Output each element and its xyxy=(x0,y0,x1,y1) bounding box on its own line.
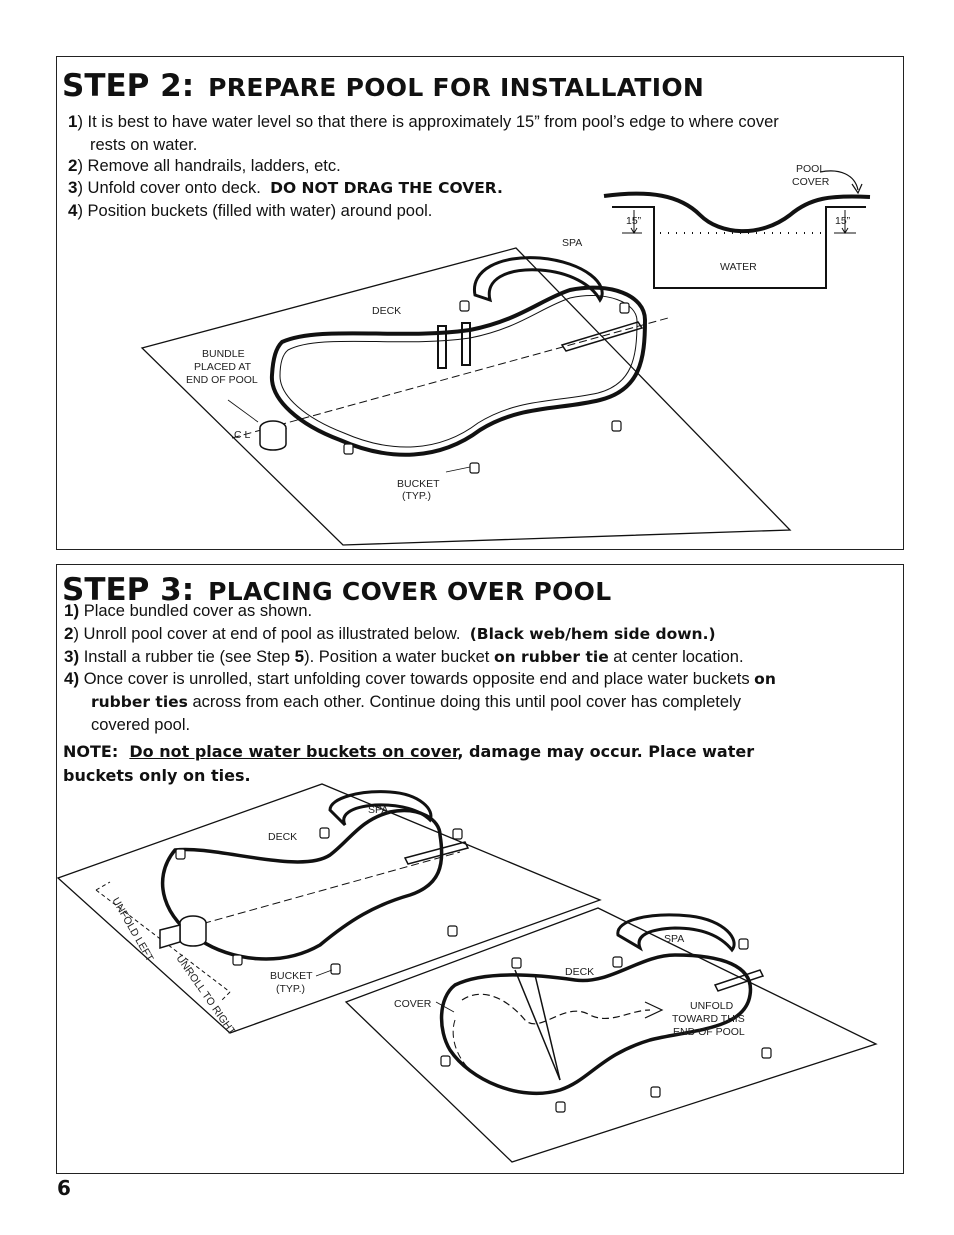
pool-cover-label: POOL xyxy=(796,163,825,175)
step2-section xyxy=(56,56,904,550)
note-text-cont: buckets only on ties. xyxy=(63,766,251,785)
installation-note: NOTE: Do not place water buckets on cove… xyxy=(63,740,893,788)
item-text-cont: rests on water. xyxy=(90,136,198,154)
step-ref: 5 xyxy=(294,647,305,666)
spa-label-b: SPA xyxy=(664,933,684,945)
bucket-label-2: (TYP.) xyxy=(402,490,431,502)
unfold-label-3: END OF POOL xyxy=(673,1026,745,1038)
step2-number: STEP 2: xyxy=(62,68,195,104)
item-number: 3) xyxy=(64,647,80,666)
item-number: 3 xyxy=(68,178,78,197)
pool-cover-label-2: COVER xyxy=(792,176,830,188)
step3-title: PLACING COVER OVER POOL xyxy=(208,577,612,606)
step2-item-3: 3) Unfold cover onto deck. DO NOT DRAG T… xyxy=(68,176,503,200)
step3-item-1: 1) Place bundled cover as shown. xyxy=(64,599,312,623)
item-text: ). Position a water bucket xyxy=(304,648,494,666)
item-text: ) Remove all handrails, ladders, etc. xyxy=(77,157,341,175)
deck-plan xyxy=(140,247,792,546)
step3-diagram: SPA DECK UNFOLD LEFT UNROLL TO RIGHT BUC… xyxy=(56,783,878,1163)
step3-item-3: 3) Install a rubber tie (see Step 5). Po… xyxy=(64,645,744,669)
item-number: 1) xyxy=(64,601,80,620)
bundle-label-2: PLACED AT xyxy=(194,361,252,373)
step3-item-4: 4) Once cover is unrolled, start unfoldi… xyxy=(64,667,894,737)
unfold-label-2: TOWARD THIS xyxy=(672,1013,745,1025)
item-text: ) Unroll pool cover at end of pool as il… xyxy=(73,625,461,643)
bucket-icons-plan-a xyxy=(175,827,463,975)
item-text: at center location. xyxy=(608,648,744,666)
item-text: ) Position buckets (filled with water) a… xyxy=(77,202,433,220)
bundle-label-3: END OF POOL xyxy=(186,374,258,386)
step2-item-4: 4) Position buckets (filled with water) … xyxy=(68,199,432,223)
item-text: Place bundled cover as shown. xyxy=(79,602,313,620)
bundle-icon xyxy=(259,420,287,451)
item-number: 1 xyxy=(68,112,78,131)
note-warning: Do not place water buckets on cover xyxy=(129,742,458,761)
item-text: across from each other. Continue doing t… xyxy=(187,693,741,711)
deck-label-a: DECK xyxy=(268,831,297,843)
unroll-plan xyxy=(56,783,602,1034)
step2-item-1: 1) It is best to have water level so tha… xyxy=(68,110,898,157)
step3-section xyxy=(56,564,904,1174)
step3-number: STEP 3: xyxy=(62,572,195,608)
unfold-label-1: UNFOLD xyxy=(690,1000,734,1012)
item-text: Once cover is unrolled, start unfolding … xyxy=(79,670,755,688)
note-label: NOTE: xyxy=(63,742,119,761)
centerline-label: C L xyxy=(234,429,251,441)
note-text: , damage may occur. Place water xyxy=(457,742,755,761)
unroll-right-label: UNROLL TO RIGHT xyxy=(174,953,239,1038)
deck-label-b: DECK xyxy=(565,966,594,978)
step2-heading: STEP 2: PREPARE POOL FOR INSTALLATION xyxy=(62,68,704,104)
item-text: Install a rubber tie (see Step xyxy=(79,648,295,666)
step3-heading: STEP 3: PLACING COVER OVER POOL xyxy=(62,572,611,608)
spa-label: SPA xyxy=(562,237,582,249)
item-emphasis: rubber ties xyxy=(91,693,188,711)
unfold-plan xyxy=(344,907,878,1163)
item-warning: DO NOT DRAG THE COVER. xyxy=(270,179,503,197)
dimension-marks xyxy=(622,210,856,234)
spa-label-a: SPA xyxy=(368,804,388,816)
step2-diagram: POOL COVER 15” 15” WATER SPA DECK BUNDLE… xyxy=(140,163,871,546)
item-number: 2 xyxy=(64,624,74,643)
bucket-label-a1: BUCKET xyxy=(270,970,313,982)
bundle-label-1: BUNDLE xyxy=(202,348,245,360)
deck-label: DECK xyxy=(372,305,401,317)
bucket-label-a2: (TYP.) xyxy=(276,983,305,995)
water-label: WATER xyxy=(720,261,757,273)
item-number: 4 xyxy=(68,201,78,220)
step2-title: PREPARE POOL FOR INSTALLATION xyxy=(208,73,705,102)
item-number: 2 xyxy=(68,156,78,175)
step2-item-2: 2) Remove all handrails, ladders, etc. xyxy=(68,154,341,178)
bucket-icons xyxy=(343,300,630,474)
item-text: ) It is best to have water level so that… xyxy=(77,113,779,131)
bucket-icons-plan-b xyxy=(440,938,772,1113)
item-emphasis: on rubber tie xyxy=(493,648,609,666)
bucket-label-1: BUCKET xyxy=(397,478,440,490)
water-level-cross-section xyxy=(603,170,871,289)
item-emphasis: on xyxy=(754,670,776,688)
dim-right-label: 15” xyxy=(835,215,851,227)
item-number: 4) xyxy=(64,669,80,688)
dim-left-label: 15” xyxy=(626,215,642,227)
item-emphasis: (Black web/hem side down.) xyxy=(469,625,716,643)
item-text-cont: covered pool. xyxy=(91,716,191,734)
page-number: 6 xyxy=(57,1176,71,1200)
cover-label: COVER xyxy=(394,998,432,1010)
bundle-roll-icon xyxy=(159,915,207,950)
item-text: ) Unfold cover onto deck. xyxy=(77,179,261,197)
step3-item-2: 2) Unroll pool cover at end of pool as i… xyxy=(64,622,716,646)
